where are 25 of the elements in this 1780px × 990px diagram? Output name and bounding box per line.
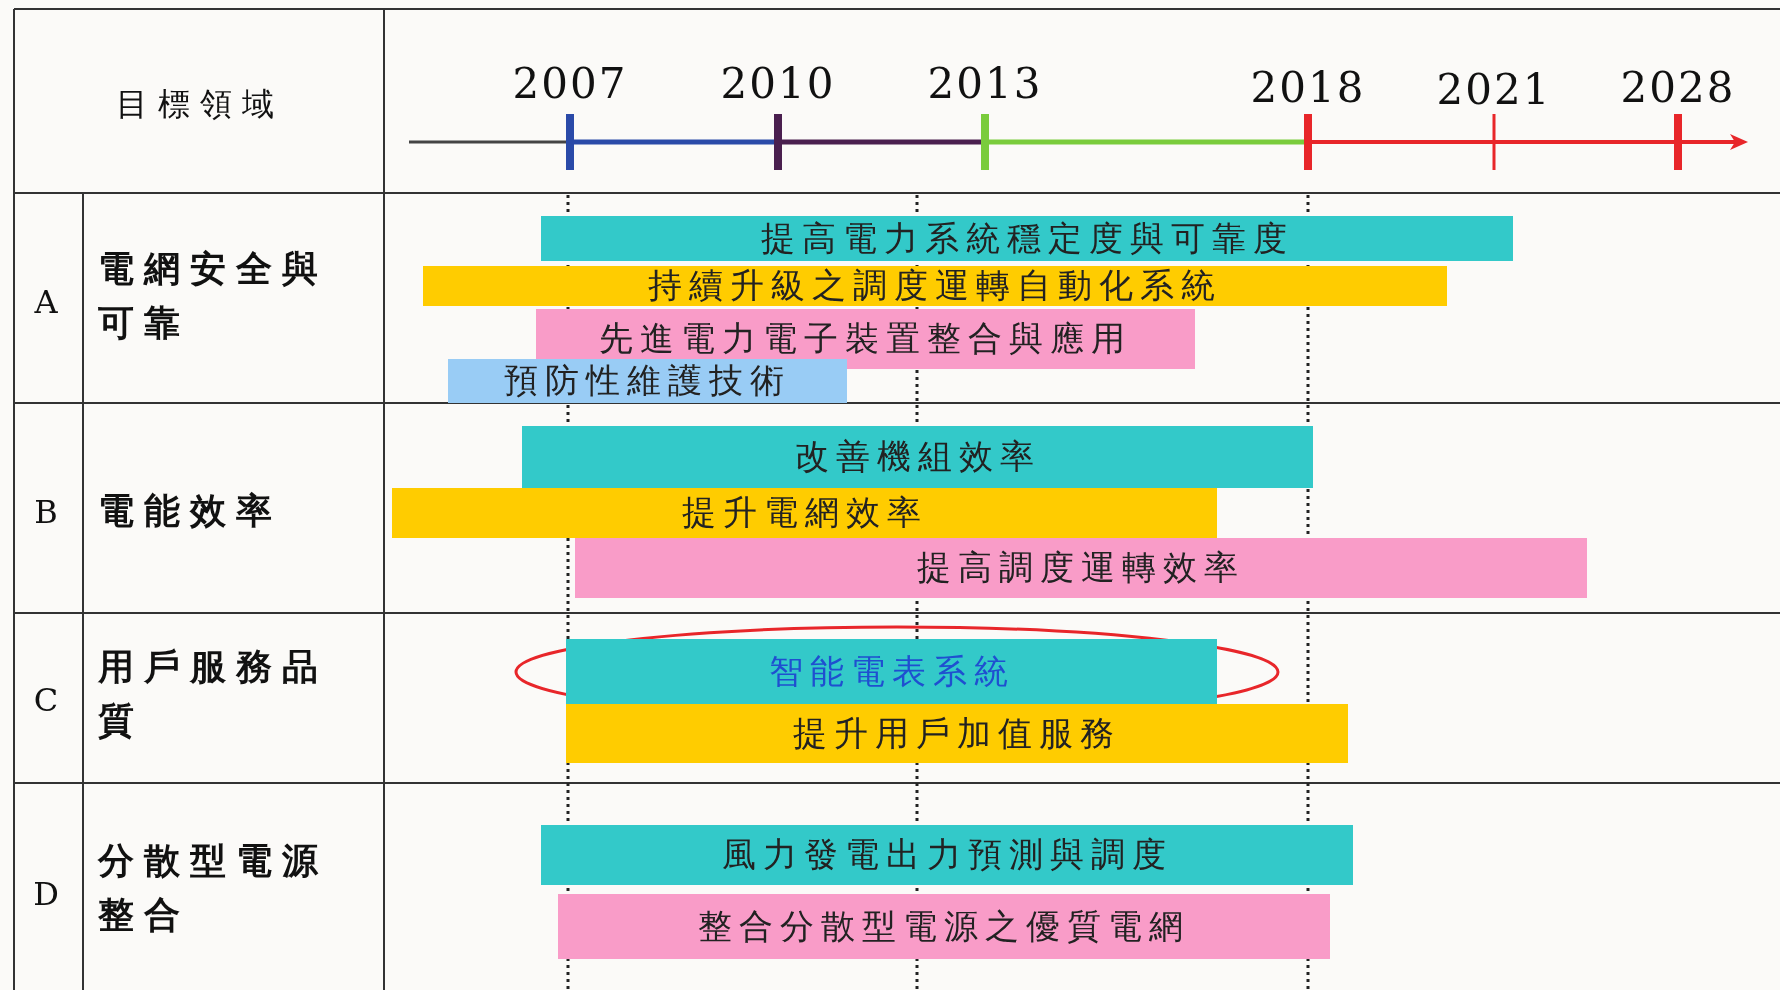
row-label: 電網安全與可靠 [98, 247, 329, 345]
row-label: 用戶服務品質 [98, 645, 329, 743]
year-label: 2018 [1249, 62, 1367, 114]
task-bar: 智能電表系統 [566, 639, 1217, 704]
task-bar: 提高電力系統穩定度與可靠度 [541, 216, 1513, 261]
column-header: 目標領域 [115, 84, 285, 125]
row-letter: C [32, 680, 62, 721]
task-bar: 風力發電出力預測與調度 [541, 825, 1353, 885]
row-letter: D [32, 874, 62, 915]
year-label: 2021 [1435, 64, 1553, 116]
row-label: 電能效率 [98, 489, 283, 533]
row-label: 分散型電源整合 [98, 839, 329, 937]
task-bar: 提升電網效率 [392, 488, 1217, 538]
task-bar: 提升用戶加值服務 [566, 704, 1348, 763]
year-label: 2013 [926, 58, 1044, 110]
year-label: 2007 [511, 58, 629, 110]
task-bar: 持續升級之調度運轉自動化系統 [423, 266, 1447, 306]
task-bar: 提高調度運轉效率 [575, 538, 1587, 598]
year-label: 2010 [719, 58, 837, 110]
row-letter: A [33, 282, 61, 323]
row-letter: B [33, 492, 61, 533]
task-bar: 預防性維護技術 [448, 359, 847, 403]
task-bar: 改善機組效率 [522, 426, 1313, 488]
task-bar: 整合分散型電源之優質電網 [558, 894, 1330, 959]
year-label: 2028 [1619, 62, 1737, 114]
